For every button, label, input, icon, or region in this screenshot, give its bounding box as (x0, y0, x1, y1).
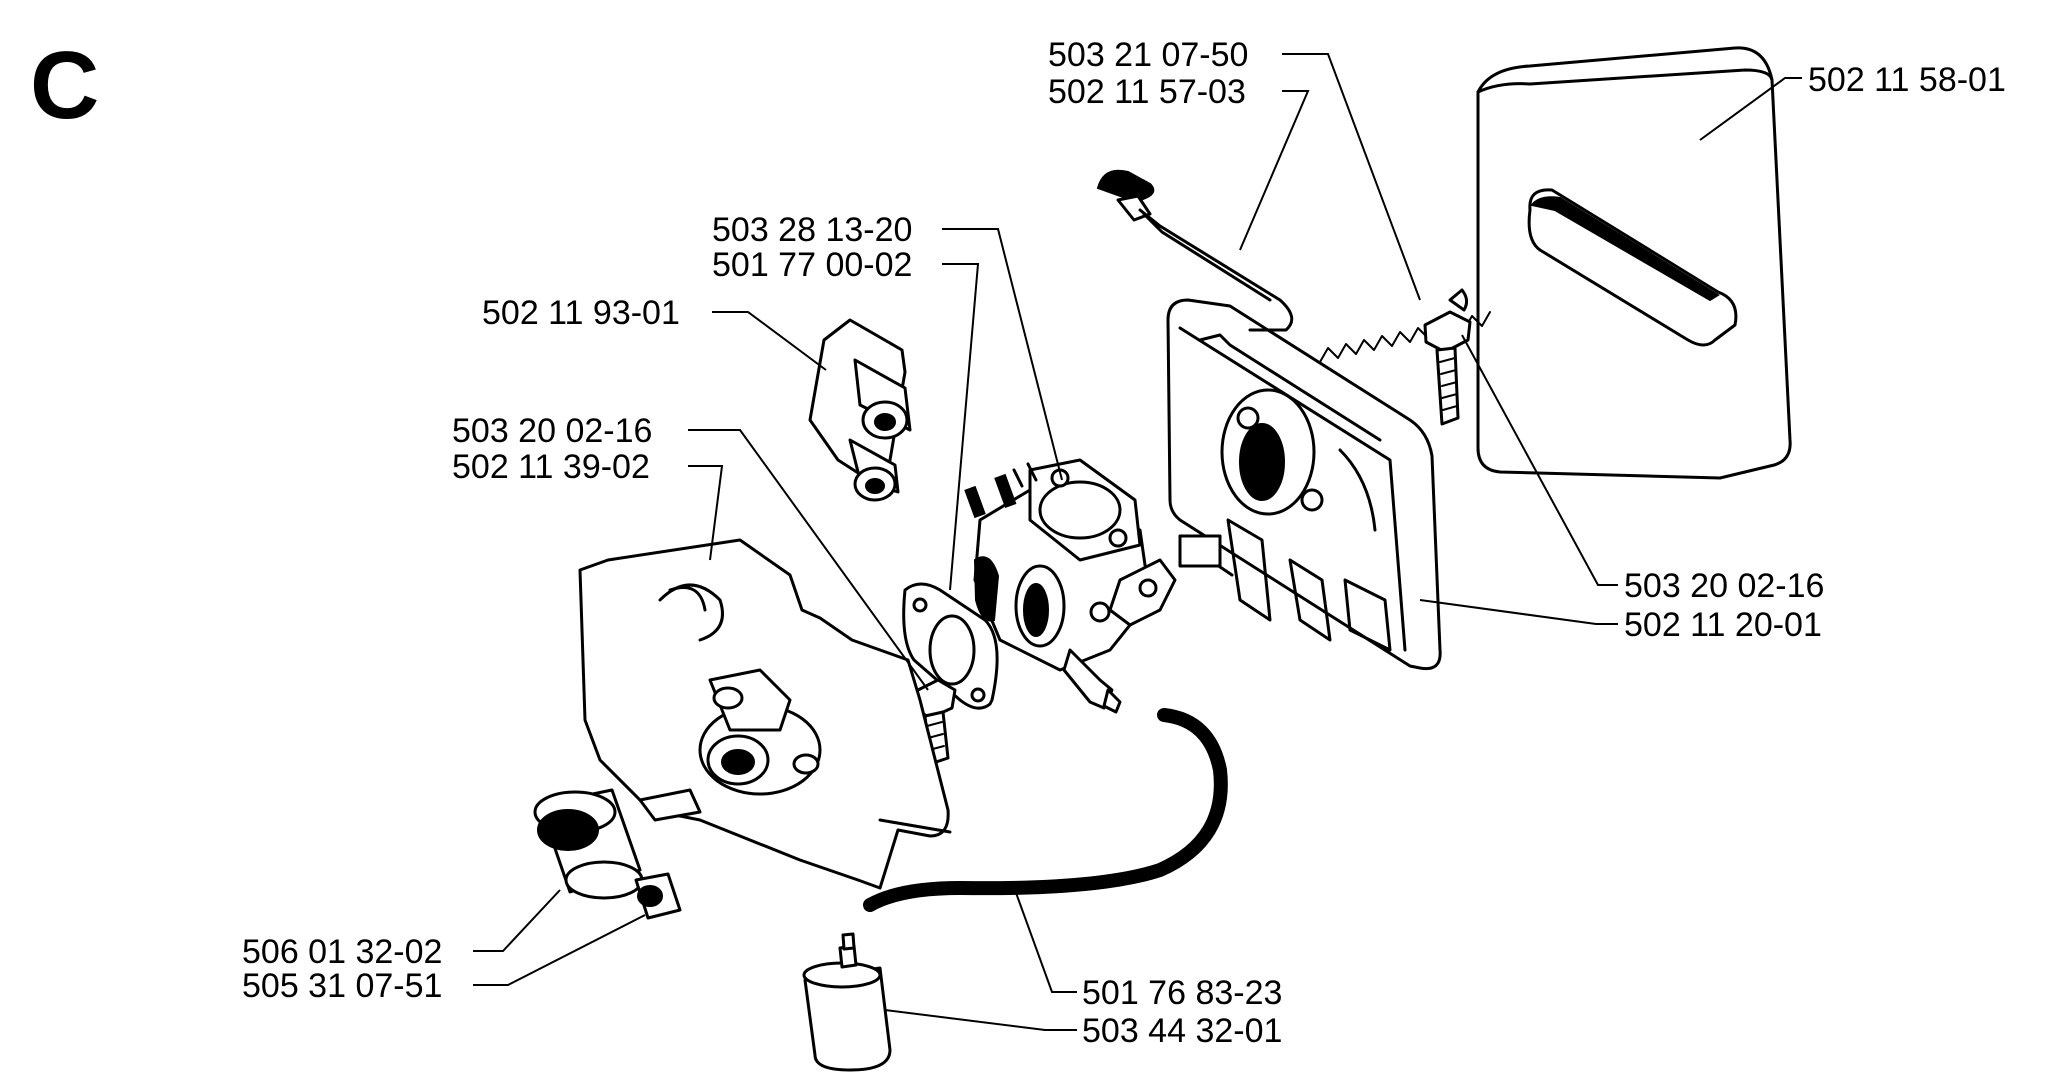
label-fuel-hose: 501 76 83-23 (1082, 974, 1282, 1012)
label-screw-right: 503 20 02-16 (1624, 567, 1824, 605)
choke-rod-drawing (1096, 169, 1294, 332)
label-air-filter: 502 11 58-01 (1808, 61, 2006, 99)
fuel-hose-drawing (863, 708, 1228, 912)
carb-cover-drawing (578, 538, 952, 890)
label-choke-rod: 502 11 57-03 (1048, 73, 1246, 111)
carburetor-drawing (964, 458, 1177, 714)
label-carb-gasket: 501 77 00-02 (712, 246, 912, 284)
label-sleeve-small: 505 31 07-51 (242, 967, 442, 1005)
carb-gasket-drawing (902, 582, 999, 710)
label-fuel-filter: 503 44 32-01 (1082, 1012, 1282, 1050)
sleeve-small-drawing (634, 872, 682, 920)
label-choke-spring: 503 21 07-50 (1048, 36, 1248, 74)
section-letter: C (30, 32, 99, 139)
sleeve-large-drawing (533, 788, 644, 900)
label-carb-cover: 502 11 39-02 (452, 448, 650, 486)
label-intake-boot: 502 11 93-01 (482, 294, 680, 332)
intake-boot-drawing (808, 318, 912, 502)
label-carb-screw: 503 28 13-20 (712, 211, 912, 249)
screw-left-drawing (912, 678, 957, 766)
air-filter-drawing (1476, 46, 1792, 480)
fuel-filter-drawing (802, 932, 892, 1072)
label-screw-left: 503 20 02-16 (452, 412, 652, 450)
leader-lines (473, 53, 1802, 1031)
label-sleeve-large: 506 01 32-02 (242, 933, 442, 971)
label-filter-holder: 502 11 20-01 (1624, 606, 1822, 644)
screw-right-drawing (1423, 310, 1472, 426)
filter-holder-drawing (1166, 298, 1442, 671)
